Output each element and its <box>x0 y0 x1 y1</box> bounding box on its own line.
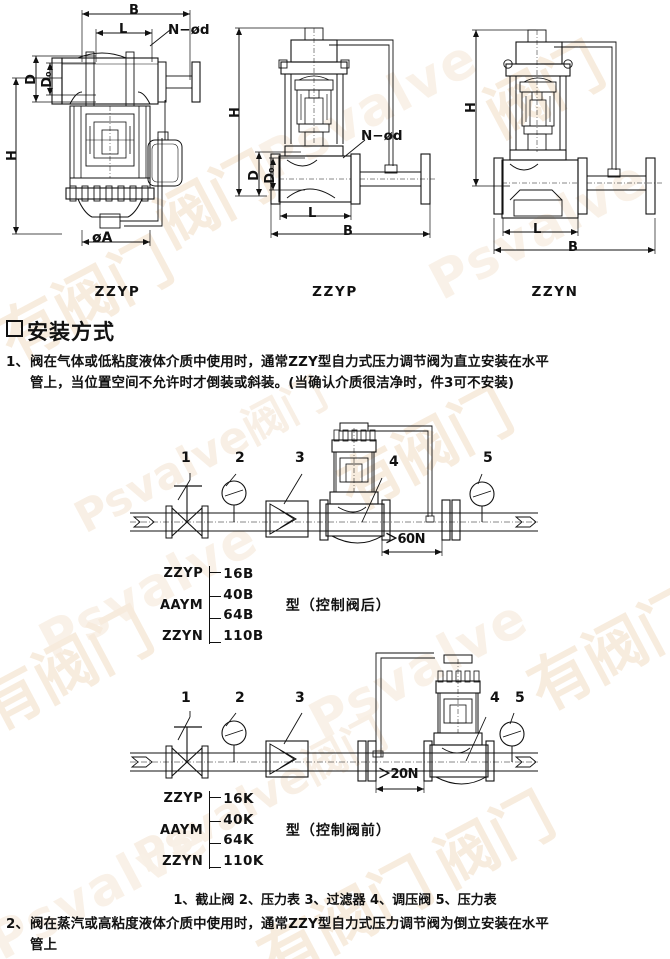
model-type-text: 型（控制阀后） <box>285 598 391 614</box>
dim-label-B: B <box>343 224 353 239</box>
model-suffix: 64K <box>223 832 254 849</box>
dim-label-D0: D₀ <box>262 167 278 184</box>
model-suffix: 16B <box>223 566 254 582</box>
item-number-2: 2 <box>235 690 245 706</box>
note-line-1: 阀在气体或低粘度液体介质中使用时，通常ZZY型自力式压力调节阀为直立安装在水平 <box>30 355 549 370</box>
section-heading-text: 安装方式 <box>27 320 115 344</box>
model-prefix: ZZYP <box>163 791 204 806</box>
model-suffix: 16K <box>223 791 254 807</box>
dim-label-D0: D₀ <box>39 71 55 88</box>
model-prefix: ZZYP <box>163 566 204 581</box>
drawing-zzyp-top-mounted: ZZYP B L H D D₀ øA N−ød <box>0 0 235 310</box>
model-prefix: ZZYN <box>162 854 204 869</box>
dimension-note: ＞60N <box>385 532 425 547</box>
item-number-3: 3 <box>295 690 305 706</box>
section-heading: 安装方式 <box>6 316 115 346</box>
dim-label-D: D <box>23 74 39 85</box>
model-suffix: 110B <box>223 627 264 644</box>
dim-label-diameter-A: øA <box>92 230 113 246</box>
note-line-2: 管上，当位置空间不允许时才倒装或斜装。(当确认介质很洁净时，件3可不安装) <box>30 376 515 391</box>
note-line-1: 阀在蒸汽或高粘度液体介质中使用时，通常ZZY型自力式压力调节阀为倒立安装在水平 <box>30 917 549 932</box>
note-line-2: 管上 <box>30 938 58 953</box>
dimension-note: ＞20N <box>378 767 418 782</box>
model-suffix-list: 16B 40B 64B 110B <box>223 566 263 644</box>
dim-label-H: H <box>4 150 20 161</box>
heading-bullet-box <box>6 320 23 337</box>
note-number: 2、 <box>6 917 30 932</box>
item-number-4: 4 <box>389 454 399 470</box>
model-suffix: 64B <box>223 607 254 624</box>
dim-label-B: B <box>568 240 578 255</box>
dim-label-D: D <box>246 170 262 181</box>
dim-label-H: H <box>227 107 243 118</box>
drawing-zzyp-upright: ZZYP H D D₀ L B N−ød <box>225 0 445 310</box>
item-number-3: 3 <box>295 450 305 466</box>
model-suffix: 110K <box>223 852 264 869</box>
legend-text: 1、截止阀 2、压力表 3、过滤器 4、调压阀 5、压力表 <box>173 893 497 908</box>
model-prefix-list: ZZYP AAYM ZZYN <box>160 791 203 869</box>
callout-N-od: N−ød <box>361 128 403 144</box>
dim-label-H: H <box>463 102 479 113</box>
bracket-connector <box>209 566 222 644</box>
bracket-connector <box>209 791 222 869</box>
dim-label-B: B <box>129 3 139 18</box>
item-number-5: 5 <box>515 690 525 706</box>
drawing-label: ZZYP <box>312 284 358 300</box>
dim-label-L: L <box>533 222 542 237</box>
dim-label-L: L <box>119 22 128 37</box>
note-1: 1、 阀在气体或低粘度液体介质中使用时，通常ZZY型自力式压力调节阀为直立安装在… <box>6 352 666 394</box>
note-number: 1、 <box>6 355 30 370</box>
dim-label-L: L <box>308 206 317 221</box>
item-number-5: 5 <box>483 450 493 466</box>
note-2: 2、 阀在蒸汽或高粘度液体介质中使用时，通常ZZY型自力式压力调节阀为倒立安装在… <box>6 914 666 956</box>
model-suffix: 40B <box>223 586 254 603</box>
drawing-zzyn-upright: ZZYN H L B <box>440 0 670 310</box>
item-number-2: 2 <box>235 450 245 466</box>
model-prefix: AAYM <box>160 597 204 613</box>
valve-drawings-row: ZZYP B L H D D₀ øA N−ød <box>0 0 670 310</box>
model-prefix: AAYM <box>160 822 204 838</box>
install-diagram-after-valve: 1 2 3 4 5 ＞60N <box>130 418 540 568</box>
model-prefix-list: ZZYP AAYM ZZYN <box>160 566 203 644</box>
model-type-text: 型（控制阀前） <box>285 823 391 839</box>
model-suffix: 40K <box>223 811 254 828</box>
model-table-before-valve: ZZYP AAYM ZZYN 16K 40K 64K 110K 型（控制阀前） <box>160 791 391 869</box>
callout-N-od: N−ød <box>168 22 210 38</box>
drawing-label: ZZYP <box>94 284 141 300</box>
model-suffix-list: 16K 40K 64K 110K <box>223 791 264 869</box>
install-diagram-before-valve: 1 2 3 4 5 ＞20N <box>130 645 540 798</box>
model-table-after-valve: ZZYP AAYM ZZYN 16B 40B 64B 110B 型（控制阀后） <box>160 566 391 644</box>
legend-line: 1、截止阀 2、压力表 3、过滤器 4、调压阀 5、压力表 <box>0 889 670 908</box>
drawing-label: ZZYN <box>531 284 579 300</box>
item-number-1: 1 <box>181 450 191 466</box>
model-prefix: ZZYN <box>162 629 204 644</box>
item-number-4: 4 <box>490 690 500 706</box>
item-number-1: 1 <box>181 690 191 706</box>
